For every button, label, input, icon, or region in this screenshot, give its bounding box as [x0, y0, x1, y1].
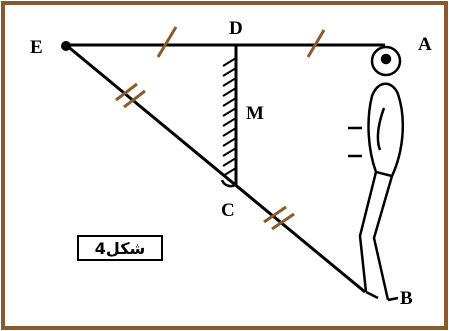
double-tick-EC [115, 82, 146, 109]
label-point-E: E [30, 37, 43, 58]
person-eye [380, 53, 392, 65]
person-leg-front [372, 175, 394, 301]
mirror-hatching [222, 57, 237, 177]
caption-box [77, 235, 163, 261]
label-point-B: B [400, 288, 413, 309]
person-torso [367, 82, 405, 178]
label-point-A: A [418, 34, 432, 55]
tick-DA [306, 29, 326, 58]
point-E-dot [61, 41, 71, 51]
label-point-D: D [229, 18, 243, 39]
figure-caption: شكل4 [95, 239, 145, 258]
person-arm [376, 107, 386, 151]
label-point-C: C [221, 200, 235, 221]
tick-ED [156, 26, 178, 58]
double-tick-CB [263, 205, 295, 231]
person-leg-back [358, 171, 378, 293]
label-point-M: M [246, 103, 264, 124]
mirror-bottom-curl [220, 179, 237, 188]
segment-EB [65, 43, 366, 294]
person-figure [348, 45, 405, 302]
